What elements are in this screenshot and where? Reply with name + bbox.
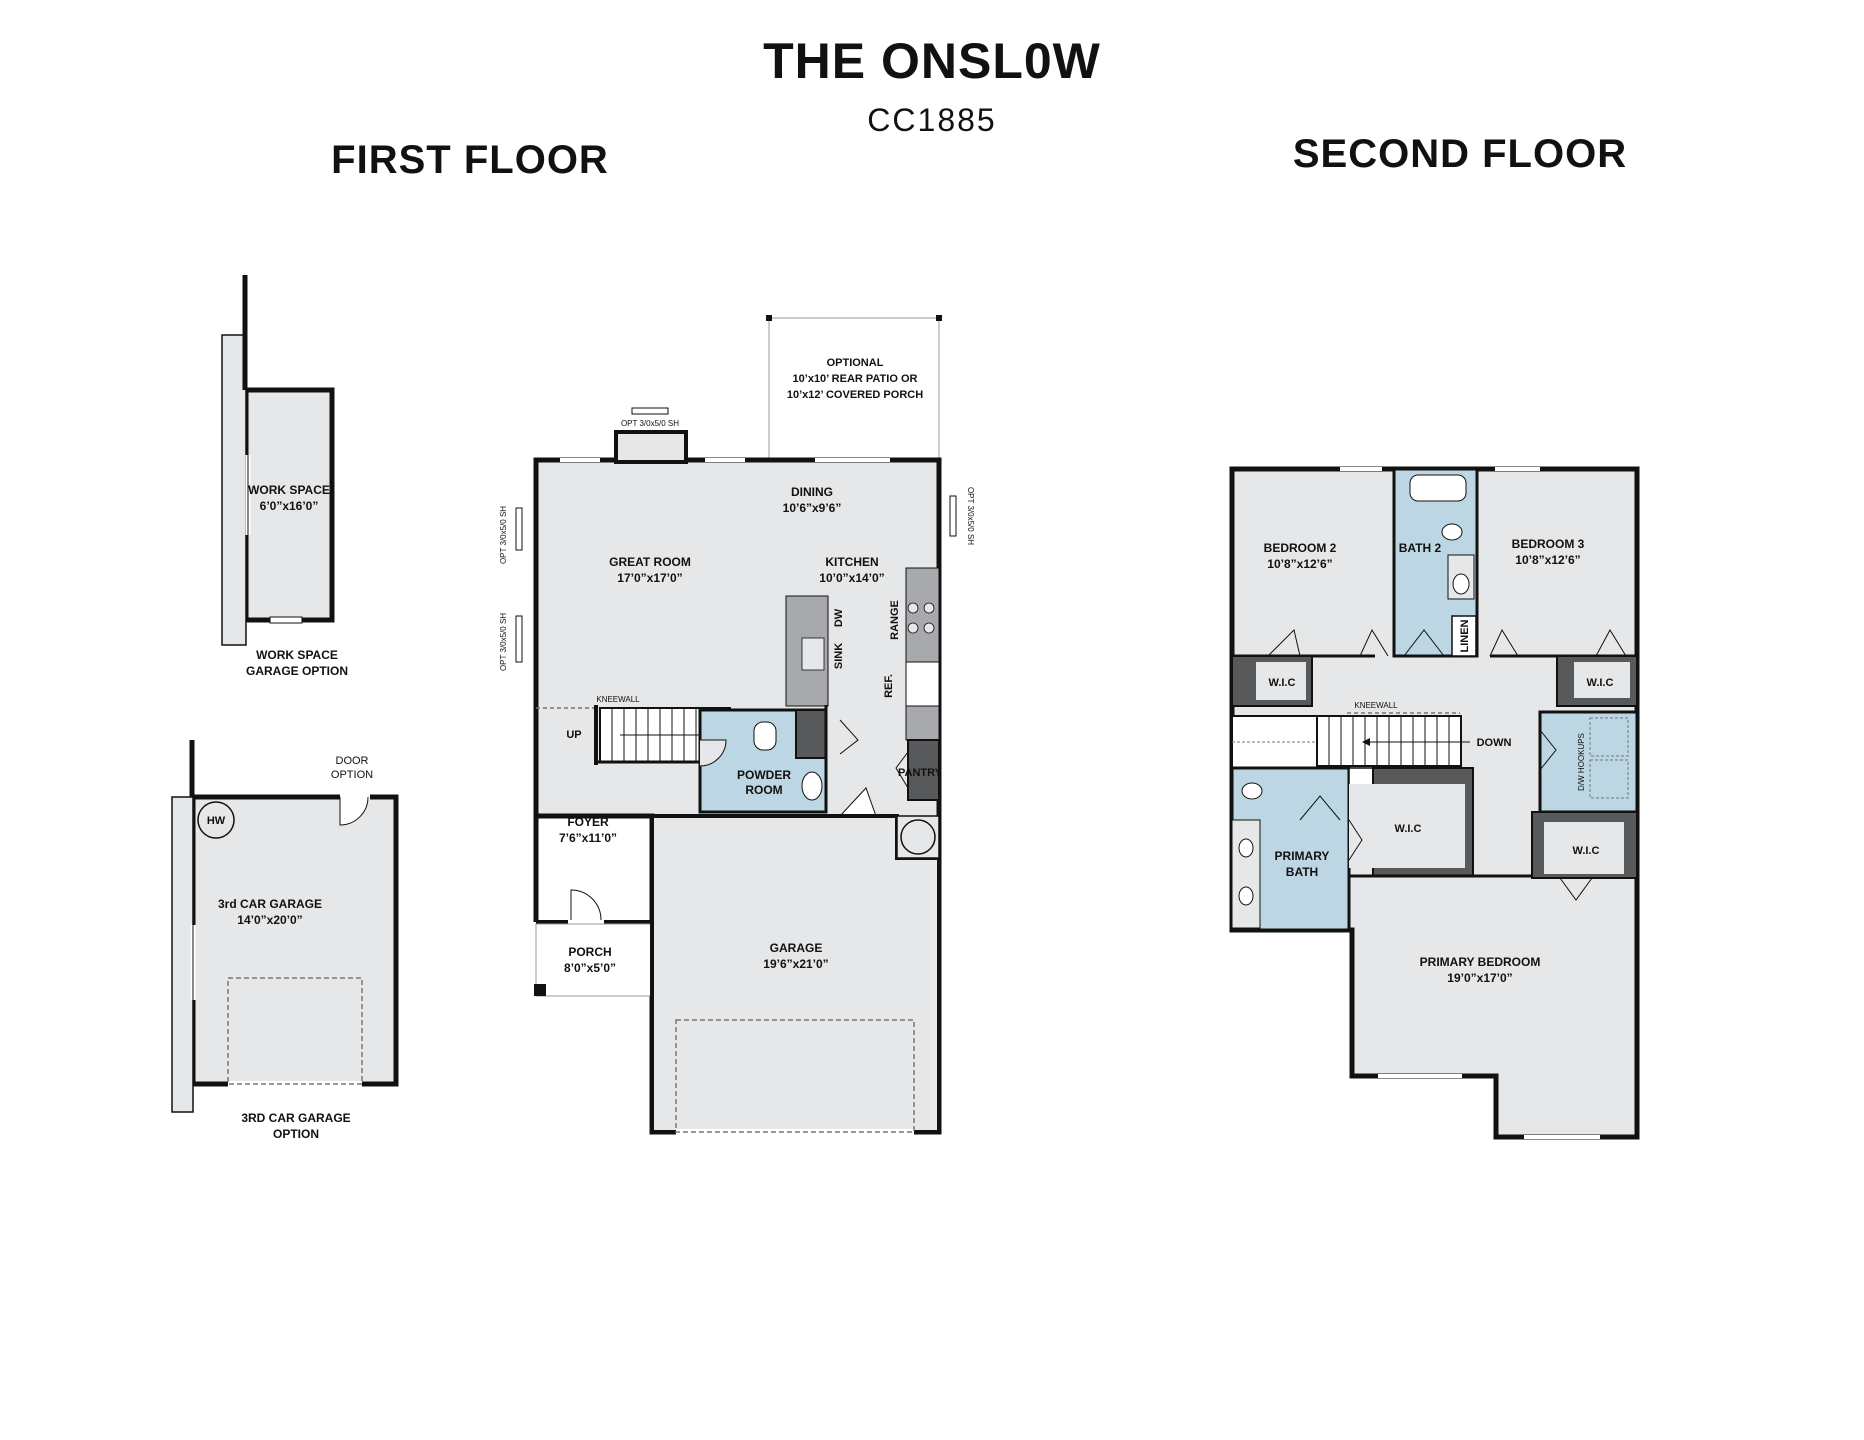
third-garage-caption-2: OPTION bbox=[273, 1127, 319, 1141]
bedroom-3-name: BEDROOM 3 bbox=[1512, 537, 1585, 551]
kneewall-label: KNEEWALL bbox=[596, 695, 640, 704]
bedroom-3-dims: 10’8”x12’6” bbox=[1515, 553, 1580, 567]
left-window-label-2: OPT 3/0x5/0 SH bbox=[499, 613, 508, 671]
patio-line-3: 10’x12’ COVERED PORCH bbox=[787, 389, 923, 401]
left-window-label-1: OPT 3/0x5/0 SH bbox=[499, 506, 508, 564]
pantry-label: PANTRY bbox=[898, 767, 943, 779]
top-window-label: OPT 3/0x5/0 SH bbox=[621, 419, 679, 428]
great-room-dims: 17’0”x17’0” bbox=[617, 571, 682, 585]
work-space-caption-1: WORK SPACE bbox=[256, 648, 338, 662]
dining-name: DINING bbox=[791, 485, 833, 499]
dining-dims: 10’6”x9’6” bbox=[783, 501, 842, 515]
bath-2-label: BATH 2 bbox=[1399, 541, 1442, 555]
primary-bath-label-2: BATH bbox=[1286, 865, 1318, 879]
bedroom-2-dims: 10’8”x12’6” bbox=[1267, 557, 1332, 571]
third-garage-dims: 14’0”x20’0” bbox=[237, 913, 302, 927]
work-space-caption-2: GARAGE OPTION bbox=[246, 664, 348, 678]
great-room-name: GREAT ROOM bbox=[609, 555, 691, 569]
work-space-name: WORK SPACE bbox=[248, 483, 330, 497]
plan-code: CC1885 bbox=[867, 102, 997, 138]
patio-line-2: 10’x10’ REAR PATIO OR bbox=[793, 373, 918, 385]
primary-bath-label-1: PRIMARY bbox=[1275, 849, 1330, 863]
porch-name: PORCH bbox=[568, 945, 611, 959]
wic-primary-right-label: W.I.C bbox=[1573, 845, 1600, 857]
water-heater-label: HW bbox=[207, 815, 226, 827]
primary-bedroom-dims: 19’0”x17’0” bbox=[1447, 971, 1512, 985]
wic-bedroom-2-label: W.I.C bbox=[1269, 677, 1296, 689]
patio-line-1: OPTIONAL bbox=[827, 357, 884, 369]
second-floor-plan: LINEN BATH 2 BEDROOM 2 10’8”x12’6” BEDRO… bbox=[1229, 466, 1640, 1140]
kitchen-name: KITCHEN bbox=[825, 555, 878, 569]
first-floor-heading: FIRST FLOOR bbox=[331, 138, 609, 182]
first-floor-plan: OPTIONAL 10’x10’ REAR PATIO OR 10’x12’ C… bbox=[499, 315, 975, 1135]
range-label: RANGE bbox=[889, 600, 901, 640]
powder-room-label-1: POWDER bbox=[737, 768, 791, 782]
dishwasher-label: DW bbox=[833, 608, 845, 627]
foyer-name: FOYER bbox=[567, 815, 609, 829]
refrigerator-label: REF. bbox=[883, 674, 895, 698]
wic-bedroom-3-label: W.I.C bbox=[1587, 677, 1614, 689]
garage-name: GARAGE bbox=[770, 941, 823, 955]
linen-label: LINEN bbox=[1459, 619, 1471, 652]
garage-dims: 19’6”x21’0” bbox=[763, 957, 828, 971]
porch-dims: 8’0”x5’0” bbox=[564, 961, 616, 975]
work-space-dims: 6’0”x16’0” bbox=[260, 499, 319, 513]
second-floor-heading: SECOND FLOOR bbox=[1292, 132, 1628, 176]
upper-kneewall-label: KNEEWALL bbox=[1354, 701, 1398, 710]
dw-hookups-label: D/W HOOKUPS bbox=[1577, 733, 1586, 791]
work-space-option: WORK SPACE 6’0”x16’0” WORK SPACE GARAGE … bbox=[221, 275, 348, 678]
stairs-down-label: DOWN bbox=[1477, 737, 1512, 749]
third-garage-name: 3rd CAR GARAGE bbox=[218, 897, 322, 911]
plan-title: THE ONSL0W bbox=[763, 33, 1101, 89]
wic-primary-center-label: W.I.C bbox=[1395, 823, 1422, 835]
third-car-garage-option: HW DOOR OPTION 3rd CAR GARAGE 14’0”x20’0… bbox=[171, 740, 399, 1141]
door-option-label-1: DOOR bbox=[336, 755, 369, 767]
foyer-dims: 7’6”x11’0” bbox=[559, 831, 617, 845]
stairs-up-label: UP bbox=[566, 729, 581, 741]
door-option-label-2: OPTION bbox=[331, 769, 373, 781]
kitchen-dims: 10’0”x14’0” bbox=[819, 571, 884, 585]
sink-label: SINK bbox=[833, 643, 845, 669]
right-window-label: OPT 3/0x5/0 SH bbox=[966, 487, 975, 545]
bedroom-2-name: BEDROOM 2 bbox=[1264, 541, 1337, 555]
third-garage-caption-1: 3RD CAR GARAGE bbox=[241, 1111, 350, 1125]
powder-room-label-2: ROOM bbox=[745, 783, 782, 797]
primary-bedroom-name: PRIMARY BEDROOM bbox=[1420, 955, 1541, 969]
